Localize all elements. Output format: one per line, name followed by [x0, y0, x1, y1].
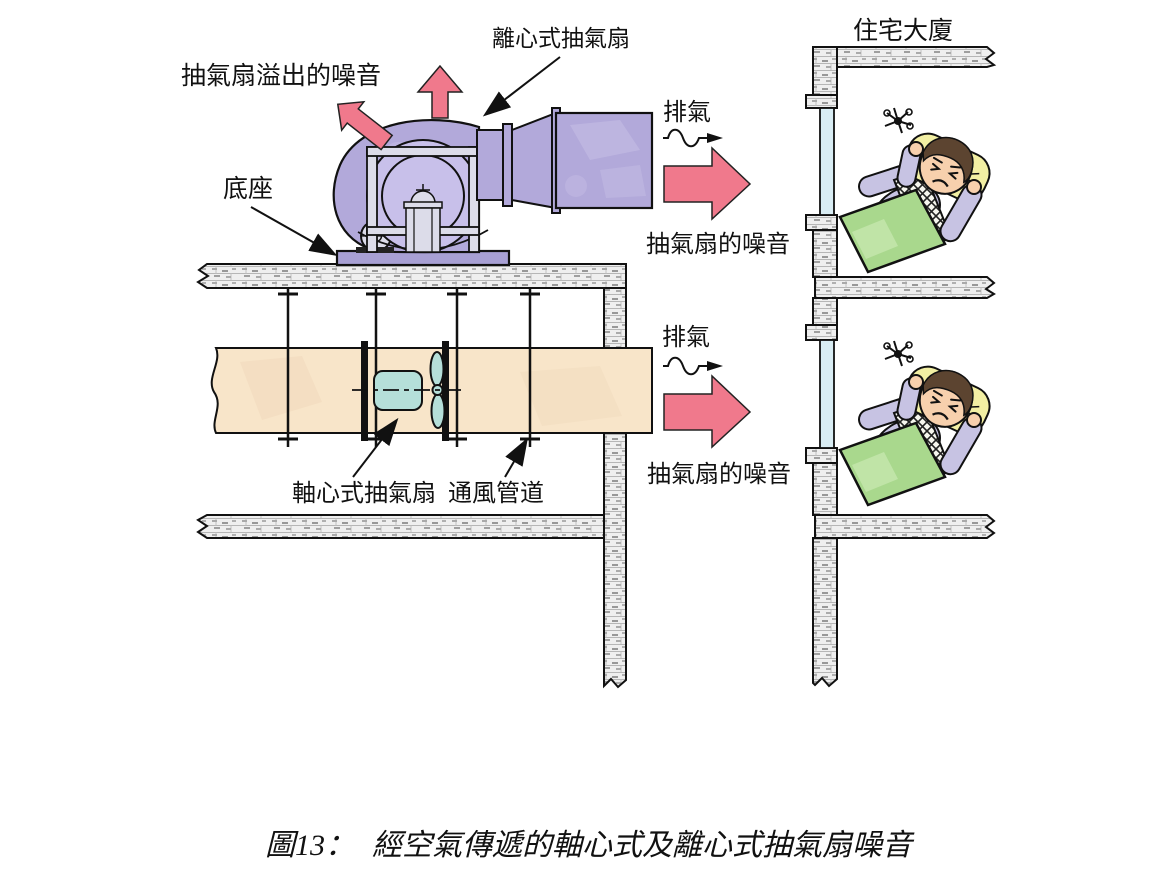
duct-flange — [361, 341, 368, 441]
axial-fan-blade — [430, 393, 446, 429]
leader-centrifugal — [482, 56, 561, 117]
window-bottom — [819, 339, 835, 449]
noise-arrow-upleft-icon — [336, 100, 394, 151]
resident-right-hand — [966, 179, 982, 195]
residential-slab-middle — [814, 276, 996, 299]
annoyance-scribble-icon — [883, 107, 914, 134]
label-exhaust-top: 排氣 — [663, 99, 711, 126]
sound-wave-top-icon — [663, 128, 723, 148]
label-centrifugal-fan: 離心式抽氣扇 — [492, 26, 630, 51]
floor-slab — [196, 514, 605, 539]
fan-discharge-cylinder — [476, 129, 506, 201]
residential-slab-bottom — [814, 514, 996, 539]
residential-slab-top — [814, 46, 997, 68]
leader-lines — [250, 56, 561, 478]
airflow-arrow-right-top-icon — [663, 146, 752, 221]
label-building: 住宅大廈 — [853, 17, 953, 45]
ventilation-duct — [210, 347, 653, 434]
resident-closed-eyes — [930, 156, 962, 180]
duct-flange — [442, 341, 449, 441]
blanket-highlight — [852, 219, 898, 259]
residential-building — [805, 46, 997, 688]
resident-hair — [922, 136, 974, 184]
machine-room-structure — [196, 263, 627, 689]
duct-shade — [520, 366, 622, 426]
noise-arrow-up-icon — [416, 64, 464, 119]
label-fan-noise-top: 抽氣扇的噪音 — [646, 231, 790, 258]
resident-frown-mouth — [932, 179, 949, 188]
leader-axial — [352, 417, 399, 478]
airflow-arrow-right-bottom-icon — [663, 374, 752, 449]
label-fan-noise-bottom: 抽氣扇的噪音 — [647, 461, 791, 488]
label-spill-noise: 抽氣扇溢出的噪音 — [181, 62, 381, 90]
figure-caption-text: 經空氣傳遞的軸心式及離心式抽氣扇噪音 — [372, 829, 915, 862]
leader-base — [250, 206, 338, 256]
outlet-duct-shade — [570, 120, 640, 160]
label-duct: 通風管道 — [448, 480, 544, 507]
leader-duct — [504, 437, 529, 478]
axial-fan-blade — [429, 351, 445, 387]
residential-wall — [805, 46, 838, 688]
outlet-duct-shade — [565, 175, 587, 197]
label-exhaust-bottom: 排氣 — [662, 324, 710, 351]
window-top — [819, 107, 835, 216]
annoyed-sleeping-resident — [838, 107, 991, 274]
label-axial-fan: 軸心式抽氣扇 — [292, 480, 436, 507]
duct-shade — [240, 356, 322, 420]
outlet-duct-shade — [600, 165, 646, 198]
annoyed-sleeping-resident-lower — [838, 339, 998, 507]
fan-discharge-flange — [502, 123, 513, 207]
axial-fan — [352, 351, 466, 429]
fan-discharge-cone — [511, 111, 557, 210]
resident-left-hand — [908, 141, 924, 157]
centrifugal-fan — [332, 107, 654, 267]
resident-head — [918, 136, 980, 195]
sound-wave-bottom-icon — [663, 356, 723, 376]
label-base: 底座 — [223, 175, 273, 203]
figure-caption-number: 圖13： — [265, 829, 355, 862]
fan-motor-stand — [403, 184, 443, 253]
roof-slab — [196, 263, 627, 289]
